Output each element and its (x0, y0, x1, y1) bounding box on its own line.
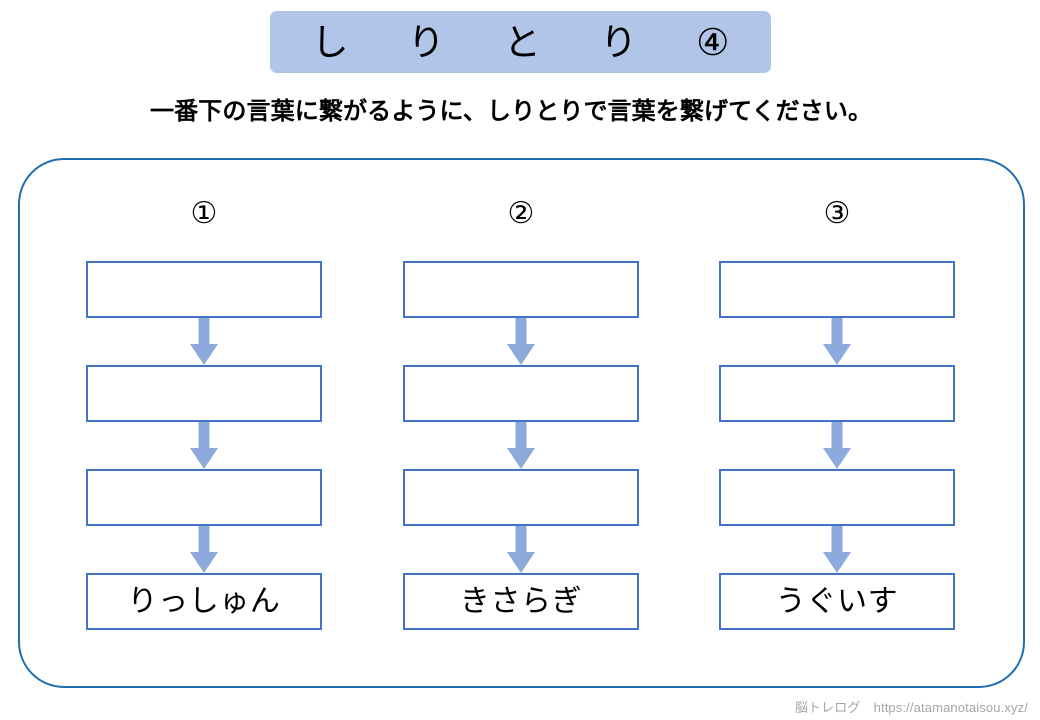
word-box-value: うぐいす (775, 584, 899, 618)
page-title: し り と り ④ (311, 21, 741, 63)
word-box-c1-r2[interactable] (86, 365, 322, 422)
column-number-3: ③ (823, 197, 851, 230)
down-arrow-icon (507, 422, 535, 469)
down-arrow-icon (190, 526, 218, 573)
word-box-c2-r4-answer: きさらぎ (403, 573, 639, 630)
word-box-c3-r4-answer: うぐいす (719, 573, 955, 630)
down-arrow-icon (190, 422, 218, 469)
word-box-c3-r3[interactable] (719, 469, 955, 526)
footer-credit: 脳トレログ https://atamanotaisou.xyz/ (794, 700, 1028, 715)
column-number-1: ① (190, 197, 218, 230)
word-box-c1-r4-answer: りっしゅん (86, 573, 322, 630)
down-arrow-icon (507, 526, 535, 573)
word-box-value: りっしゅん (127, 584, 281, 618)
down-arrow-icon (823, 526, 851, 573)
down-arrow-icon (823, 422, 851, 469)
word-box-c3-r2[interactable] (719, 365, 955, 422)
word-box-c2-r3[interactable] (403, 469, 639, 526)
down-arrow-icon (190, 318, 218, 365)
word-box-c2-r1[interactable] (403, 261, 639, 318)
down-arrow-icon (507, 318, 535, 365)
word-box-c2-r2[interactable] (403, 365, 639, 422)
instruction-text: 一番下の言葉に繋がるように、しりとりで言葉を繋げてください。 (150, 98, 873, 125)
column-number-2: ② (507, 197, 535, 230)
down-arrow-icon (823, 318, 851, 365)
word-box-value: きさらぎ (459, 584, 583, 618)
title-banner: し り と り ④ (270, 11, 771, 73)
word-box-c1-r1[interactable] (86, 261, 322, 318)
word-box-c3-r1[interactable] (719, 261, 955, 318)
worksheet-frame (18, 158, 1025, 688)
word-box-c1-r3[interactable] (86, 469, 322, 526)
